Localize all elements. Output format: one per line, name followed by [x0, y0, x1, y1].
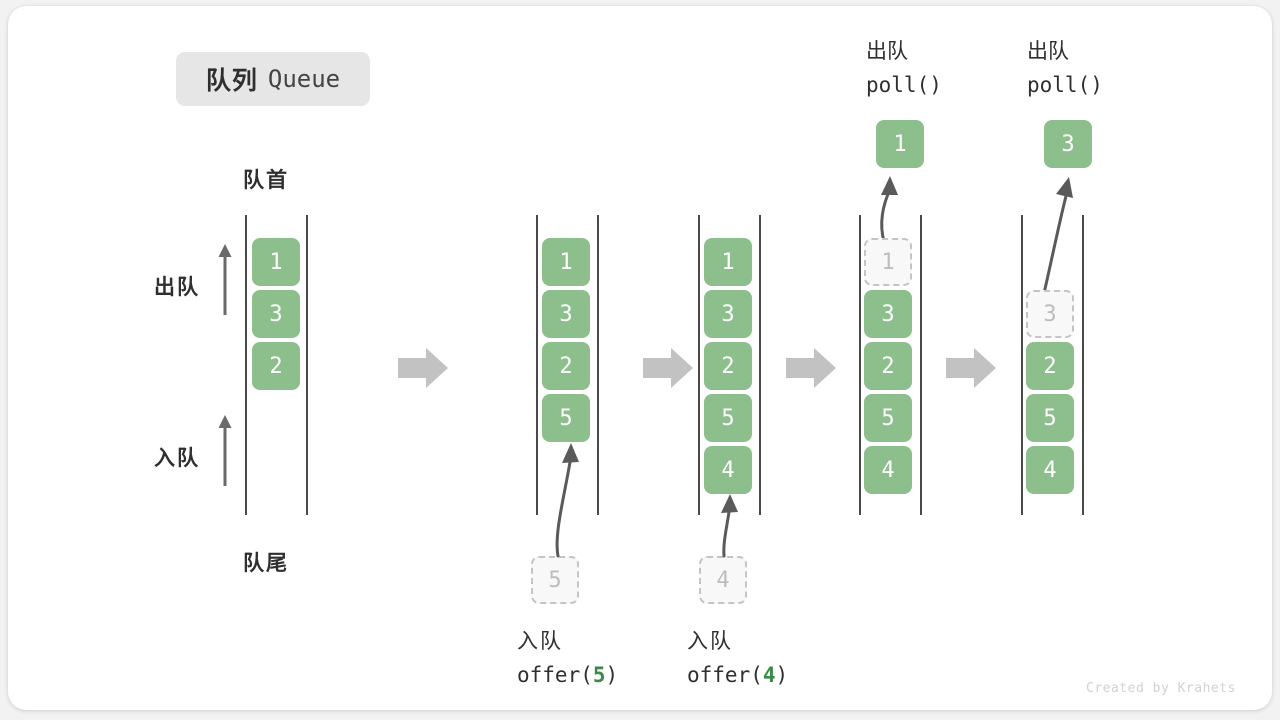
caption-code: poll(): [866, 72, 942, 97]
queue-element[interactable]: 4: [1026, 446, 1074, 494]
queue-rail-left-3: [698, 215, 700, 515]
queue-element[interactable]: 5: [864, 394, 912, 442]
queue-element[interactable]: 3: [704, 290, 752, 338]
queue-element[interactable]: 5: [1026, 394, 1074, 442]
queue-element[interactable]: 4: [704, 446, 752, 494]
caption-code: offer(4): [687, 662, 789, 687]
caption-code-arg: 5: [592, 662, 606, 687]
queue-element[interactable]: 3: [252, 290, 300, 338]
dequeued-slot-ghost: 3: [1026, 290, 1074, 338]
caption-chinese: 出队: [866, 40, 908, 63]
queue-rail-left-2: [536, 215, 538, 515]
caption-code: poll(): [1027, 72, 1103, 97]
title-english: Queue: [267, 65, 341, 93]
caption-chinese: 出队: [1027, 40, 1069, 63]
dequeue-side-label: 出队: [154, 276, 200, 299]
queue-tail-label: 队尾: [243, 552, 289, 575]
queue-element[interactable]: 2: [542, 342, 590, 390]
queue-element[interactable]: 5: [704, 394, 752, 442]
dequeue-direction-arrow-icon: [216, 243, 234, 315]
queue-element[interactable]: 2: [704, 342, 752, 390]
enqueue-motion-arrow-icon: [538, 438, 598, 560]
dequeued-slot-ghost: 1: [864, 238, 912, 286]
step-caption-offer-5: 入队 offer(5): [517, 626, 618, 691]
queue-element[interactable]: 1: [252, 238, 300, 286]
diagram-card: 队列 Queue 队首 队尾 出队 入队 1 3 2: [8, 6, 1272, 710]
queue-rail-left-1: [245, 215, 247, 515]
step-caption-offer-4: 入队 offer(4): [687, 626, 788, 691]
step-connector-arrow-icon: [643, 346, 695, 388]
step-caption-poll-3: 出队 poll(): [1027, 36, 1103, 101]
queue-rail-left-5: [1021, 215, 1023, 515]
caption-code-arg: 4: [762, 662, 776, 687]
caption-code: offer(5): [517, 662, 619, 687]
queue-rail-right-4: [920, 215, 922, 515]
queue-element[interactable]: 5: [542, 394, 590, 442]
queue-rail-right-5: [1082, 215, 1084, 515]
queue-rail-left-4: [859, 215, 861, 515]
popped-element[interactable]: 1: [876, 120, 924, 168]
title-chinese: 队列: [205, 67, 258, 95]
step-connector-arrow-icon: [946, 346, 998, 388]
incoming-element-ghost: 4: [699, 556, 747, 604]
queue-element[interactable]: 2: [864, 342, 912, 390]
watermark: Created by Krahets: [1086, 681, 1236, 696]
step-connector-arrow-icon: [398, 346, 450, 388]
enqueue-motion-arrow-icon: [708, 490, 752, 560]
queue-head-label: 队首: [243, 169, 289, 192]
queue-element[interactable]: 2: [252, 342, 300, 390]
dequeue-motion-arrow-icon: [1020, 172, 1090, 306]
enqueue-direction-arrow-icon: [216, 414, 234, 486]
queue-element[interactable]: 2: [1026, 342, 1074, 390]
queue-rail-right-2: [597, 215, 599, 515]
incoming-element-ghost: 5: [531, 556, 579, 604]
queue-element[interactable]: 4: [864, 446, 912, 494]
step-connector-arrow-icon: [786, 346, 838, 388]
caption-chinese: 入队: [687, 630, 733, 653]
queue-element[interactable]: 3: [864, 290, 912, 338]
queue-element[interactable]: 1: [704, 238, 752, 286]
popped-element[interactable]: 3: [1044, 120, 1092, 168]
queue-element[interactable]: 3: [542, 290, 590, 338]
enqueue-side-label: 入队: [154, 447, 200, 470]
queue-element[interactable]: 1: [542, 238, 590, 286]
step-caption-poll-1: 出队 poll(): [866, 36, 942, 101]
queue-rail-right-1: [306, 215, 308, 515]
queue-rail-right-3: [759, 215, 761, 515]
title-badge: 队列 Queue: [176, 52, 370, 106]
caption-chinese: 入队: [517, 630, 563, 653]
